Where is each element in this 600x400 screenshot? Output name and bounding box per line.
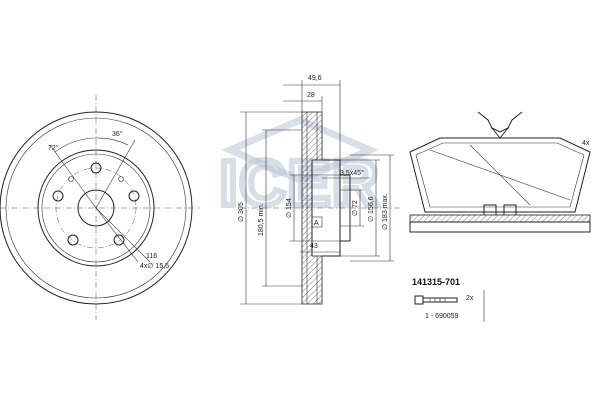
part-number: 141315-701	[412, 277, 460, 287]
pad-backing-plate	[409, 221, 591, 233]
bolt-quantity-label: 2x	[466, 295, 474, 302]
disc-hat-edge	[37, 149, 155, 267]
brand-watermark-text: ICER	[220, 147, 381, 219]
bolt-drawing	[414, 295, 458, 305]
disc-front-view: 72° 36° 116 4x∅ 15,5	[0, 95, 200, 320]
brand-watermark: ICER	[217, 116, 381, 222]
kit-info: 141315-701 2x 1 - 690059	[412, 277, 485, 322]
chamfer-label: 3,5x45°	[340, 169, 364, 177]
d72-label: ∅ 72	[352, 200, 359, 216]
pad-quantity-label: 4x	[582, 140, 590, 147]
outer-diameter-label: ∅ 305	[238, 202, 245, 222]
overall-thickness-label: 49,6	[308, 75, 322, 82]
bolt-ref-label: 1 - 690059	[425, 313, 459, 320]
pad-spring-clip	[477, 111, 523, 133]
disc-thickness-label: 28	[307, 92, 315, 99]
datum-box	[311, 216, 323, 228]
center-bore	[77, 189, 115, 227]
pad-lining-side	[409, 214, 591, 223]
angle-36-label: 36°	[112, 130, 123, 138]
brake-pad-view: 4x	[409, 111, 591, 233]
d156-label: ∅ 156,6	[368, 196, 375, 222]
hub-height-label: 43	[310, 243, 318, 250]
d154-label: ∅ 154	[286, 198, 293, 218]
dim-116-label: 116	[146, 253, 157, 260]
datum-label: A	[314, 220, 319, 227]
friction-diameter-label: 180,5 min.	[258, 203, 265, 236]
bolt-holes	[52, 162, 140, 246]
angle-72-label: 72°	[48, 144, 59, 152]
d183-label: ∅ 183 max.	[382, 193, 389, 230]
disc-outer-edge	[0, 111, 193, 305]
pad-friction-material	[409, 137, 591, 213]
hole-dia-label: 4x∅ 15,5	[140, 263, 169, 270]
disc-section-view: 49,6 28 3,5x45° 43 A ∅ 305 180,5 min. ∅ …	[238, 75, 400, 305]
